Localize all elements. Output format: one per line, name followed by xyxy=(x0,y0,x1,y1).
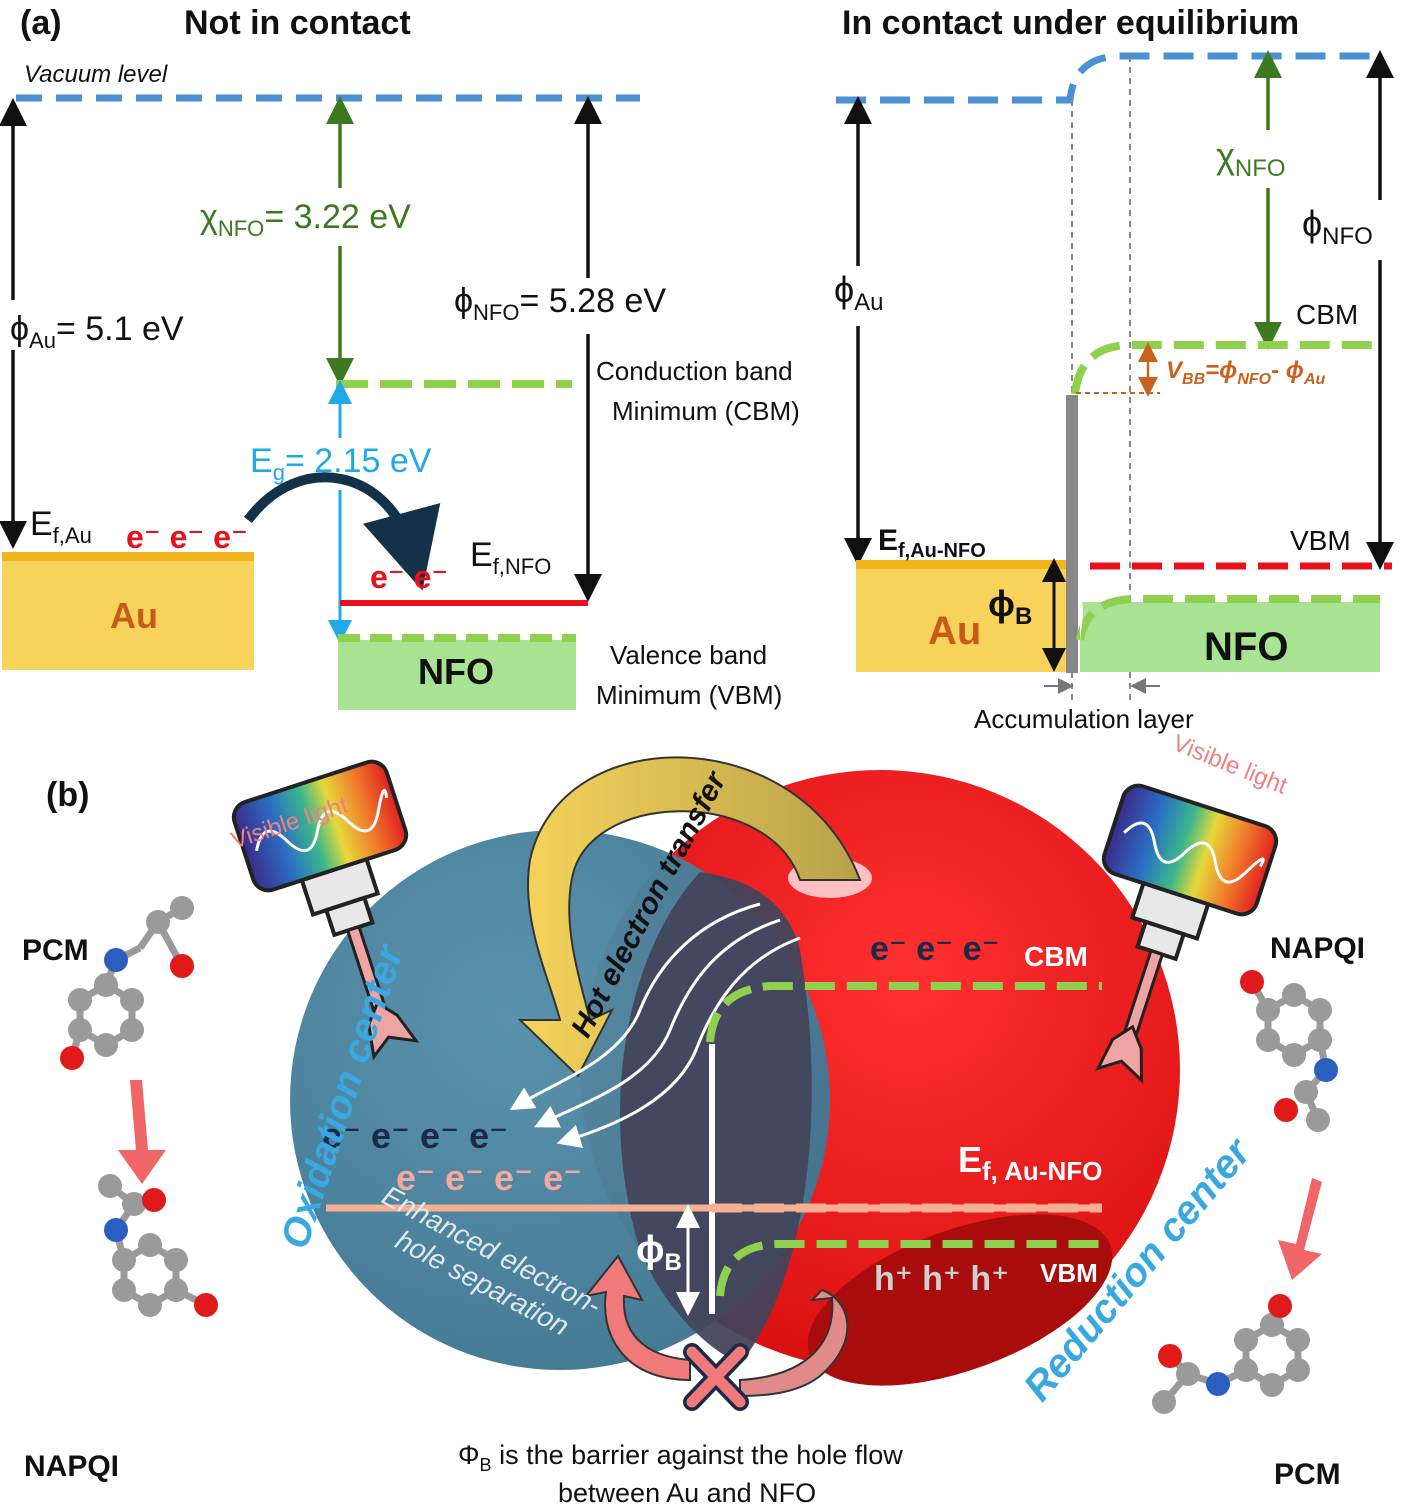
molecule-napqi-right xyxy=(1240,970,1338,1132)
panel-b-label: (b) xyxy=(46,776,89,814)
phi-au-label: ϕAu= 5.1 eV xyxy=(10,310,184,353)
barrier-caption-1: ΦB is the barrier against the hole flow xyxy=(458,1440,903,1475)
nfo-label-right: NFO xyxy=(1204,625,1288,669)
blocked-cross-icon xyxy=(683,1343,749,1411)
interface-bar xyxy=(1066,395,1078,673)
molecule-pcm-left xyxy=(60,896,194,1070)
panel-a-label: (a) xyxy=(20,4,62,42)
phi-nfo-label: ϕNFO= 5.28 eV xyxy=(454,282,666,325)
vbm-band-b xyxy=(716,1240,1102,1297)
phi-b-right: ϕB xyxy=(988,583,1032,630)
au-block-right xyxy=(856,560,1070,672)
cbm-label-b: CBM xyxy=(1024,941,1088,972)
hot-electron-arrow xyxy=(517,756,862,1078)
right-title: In contact under equilibrium xyxy=(842,4,1299,42)
hole-block-arrow-right xyxy=(739,1288,849,1398)
vbm-desc-1: Valence band xyxy=(610,640,767,670)
phi-nfo-right-label: ϕNFO xyxy=(1302,203,1373,250)
cbm-desc-2: Minimum (CBM) xyxy=(612,396,800,426)
left-title: Not in contact xyxy=(184,4,411,42)
light-source-left xyxy=(231,759,420,1061)
sphere-shadow xyxy=(807,1214,1113,1386)
napqi-right-label: NAPQI xyxy=(1270,932,1365,965)
flow-line-3 xyxy=(556,936,801,1148)
molecule-pcm-right xyxy=(1152,1294,1310,1414)
ef-nfo-label: Ef,NFO xyxy=(470,536,551,579)
ef-au-label: Ef,Au xyxy=(30,505,92,548)
napqi-left-label: NAPQI xyxy=(24,1450,119,1483)
pcm-left-label: PCM xyxy=(22,934,89,967)
pcm-right-label: PCM xyxy=(1274,1458,1341,1491)
cbm-label-right: CBM xyxy=(1296,299,1358,330)
molecule-napqi-left xyxy=(98,1174,218,1317)
phi-b-label-b: ϕB xyxy=(636,1229,682,1276)
ef-au-nfo-label: Ef,Au-NFO xyxy=(878,524,986,562)
ef-label-b: Ef, Au-NFO xyxy=(958,1139,1102,1186)
vbb-label: VBB=ϕNFO- ϕAu xyxy=(1166,357,1326,388)
cbm-band-b xyxy=(706,982,1102,1043)
electrons-mid: e⁻ e⁻ e⁻ e⁻ xyxy=(322,1115,508,1156)
hole-block-arrow-left xyxy=(583,1254,691,1382)
au-block-left xyxy=(2,552,254,670)
chi-nfo-right-label: χNFO xyxy=(1216,135,1286,182)
visible-light-right: Visible light xyxy=(1169,729,1292,799)
nfo-block-left xyxy=(338,640,576,710)
vbm-label-right: VBM xyxy=(1290,525,1351,556)
eg-label: Eg= 2.15 eV xyxy=(250,442,432,485)
electrons-nfo-left: e⁻ e⁻ xyxy=(370,559,448,595)
vacuum-level-label: Vacuum level xyxy=(24,61,168,88)
electrons-au-left: e⁻ e⁻ e⁻ xyxy=(126,519,248,555)
cbm-band-right xyxy=(1071,341,1380,395)
vacuum-line-right xyxy=(836,52,1380,104)
electrons-low: e⁻ e⁻ e⁻ e⁻ xyxy=(396,1157,582,1198)
au-label-left: Au xyxy=(110,595,158,636)
barrier-caption-2: between Au and NFO xyxy=(558,1478,816,1508)
overlap-region xyxy=(620,872,812,1364)
vbm-desc-2: Minimum (VBM) xyxy=(596,680,782,710)
electrons-cbm: e⁻ e⁻ e⁻ xyxy=(870,930,999,968)
flow-line-1 xyxy=(509,902,761,1111)
nfo-block-right xyxy=(1080,602,1380,672)
cbm-desc-1: Conduction band xyxy=(596,356,793,386)
accumulation-label: Accumulation layer xyxy=(974,704,1194,734)
holes-label: h⁺ h⁺ h⁺ xyxy=(874,1260,1009,1298)
nfo-label-left: NFO xyxy=(418,651,494,692)
au-label-right: Au xyxy=(928,609,981,653)
reaction-arrow-right xyxy=(1278,1178,1322,1280)
flow-line-2 xyxy=(534,918,781,1128)
light-source-right xyxy=(1095,783,1279,1084)
vbm-band-right xyxy=(1076,595,1380,641)
vbm-label-b: VBM xyxy=(1040,1258,1098,1288)
phi-au-right-label: ϕAu xyxy=(834,269,884,316)
electron-transfer-arrow xyxy=(243,472,441,591)
chi-nfo-label: χNFO= 3.22 eV xyxy=(200,198,411,241)
reaction-arrow-left xyxy=(118,1080,166,1184)
